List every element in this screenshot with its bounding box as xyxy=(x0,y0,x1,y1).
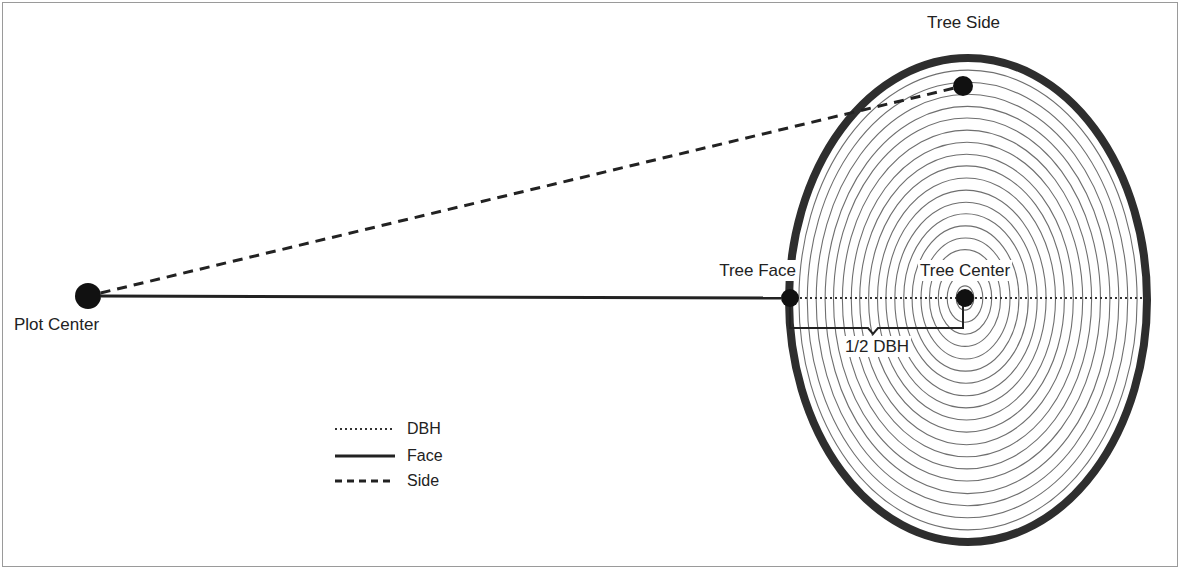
side-line xyxy=(101,88,954,293)
half-dbh-label: 1/2 DBH xyxy=(843,336,911,357)
tree-face-point: Tree Face xyxy=(781,289,799,307)
legend-sample-dotted xyxy=(335,428,395,430)
tree-center-point: Tree Center xyxy=(956,289,974,307)
legend-sample-solid xyxy=(335,455,395,458)
tree-side-point: Tree Side xyxy=(953,76,973,96)
frame xyxy=(3,3,1178,567)
point-label: Tree Face xyxy=(717,260,798,281)
bark-outline xyxy=(789,58,1147,542)
legend-text: DBH xyxy=(407,419,441,439)
point-label: Tree Side xyxy=(925,12,1002,33)
point-label: Tree Center xyxy=(918,260,1012,281)
growth-rings xyxy=(799,70,1137,530)
legend-text: Side xyxy=(407,471,439,491)
half-dbh-bracket xyxy=(790,306,963,334)
face-line xyxy=(101,296,781,298)
legend-text: Face xyxy=(407,446,443,466)
point-label: Plot Center xyxy=(12,314,101,335)
legend-sample-dashed xyxy=(335,480,395,483)
plot-center-point: Plot Center xyxy=(75,283,101,309)
